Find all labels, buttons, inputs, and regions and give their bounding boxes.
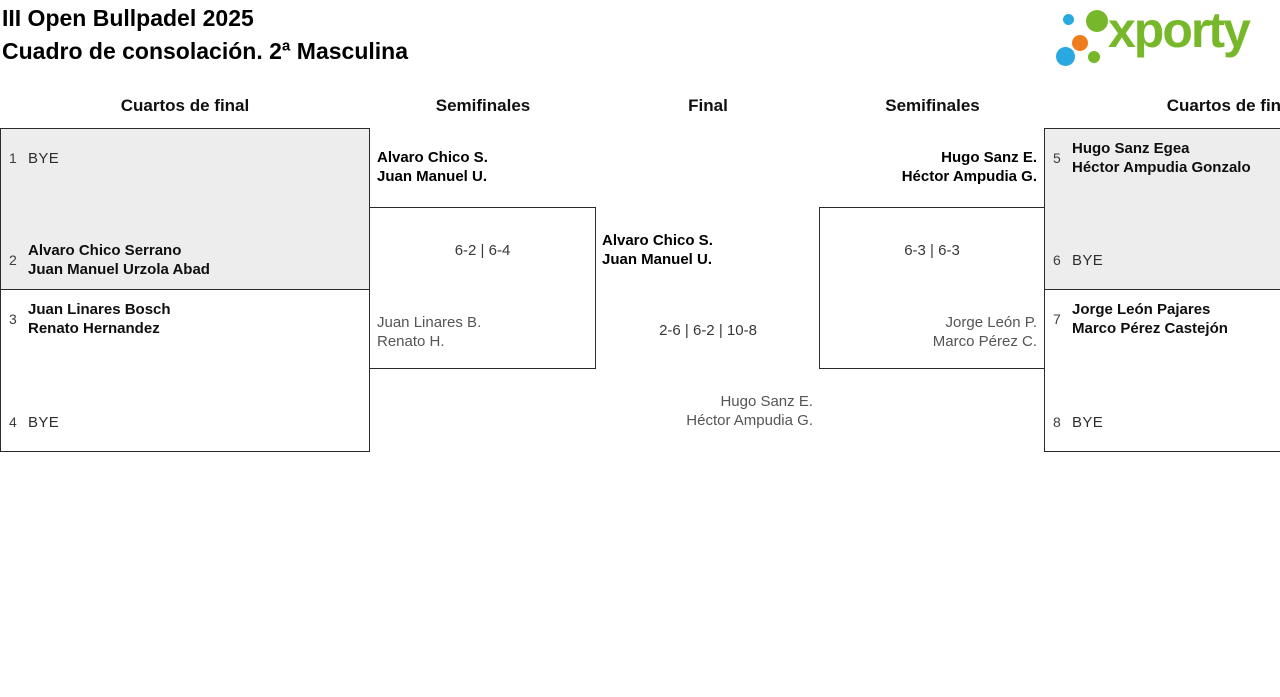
- round-header-final: Final: [688, 96, 728, 115]
- team-line: Marco Pérez C.: [932, 333, 1037, 350]
- sf-right-loser: Jorge León P. Marco Pérez C.: [933, 313, 1037, 351]
- team-line: Juan Manuel U.: [377, 168, 488, 185]
- team-line: Héctor Ampudia G.: [901, 168, 1037, 185]
- team-line: BYE: [28, 149, 60, 167]
- team-name: BYE: [1072, 413, 1103, 432]
- sf-left-winner: Alvaro Chico S. Juan Manuel U.: [377, 148, 488, 186]
- seed-number: 6: [1053, 252, 1061, 268]
- team-line: Renato H.: [377, 333, 445, 350]
- round-header-quarterfinals-left: Cuartos de final: [120, 96, 250, 115]
- team-name: BYE: [28, 149, 59, 168]
- seed-number: 7: [1053, 311, 1061, 327]
- match-slot: 2 Alvaro Chico Serrano Juan Manuel Urzol…: [1, 232, 369, 288]
- final-score: 2-6 | 6-2 | 10-8: [659, 322, 757, 339]
- team-line: BYE: [1072, 251, 1104, 269]
- seed-number: 5: [1053, 150, 1061, 166]
- logo-dot-icon: [1072, 35, 1088, 51]
- sf-right-winner: Hugo Sanz E. Héctor Ampudia G.: [902, 148, 1037, 186]
- match-slot: 4 BYE: [1, 394, 369, 450]
- team-line: BYE: [28, 413, 60, 431]
- sf-left-score: 6-2 | 6-4: [454, 242, 511, 259]
- match-slot: 8 BYE: [1045, 394, 1280, 450]
- team-line: Héctor Ampudia G.: [686, 412, 813, 429]
- seed-number: 1: [9, 150, 17, 166]
- seed-number: 2: [9, 252, 17, 268]
- team-line: Juan Linares Bosch: [28, 301, 171, 318]
- team-line: Juan Manuel U.: [602, 251, 713, 268]
- team-name: BYE: [1072, 251, 1103, 270]
- team-line: Hugo Sanz E.: [720, 393, 813, 410]
- match-box-sf-right: 6-3 | 6-3 Jorge León P. Marco Pérez C.: [819, 207, 1045, 369]
- match-slot: 3 Juan Linares Bosch Renato Hernandez: [1, 291, 369, 347]
- team-line: Alvaro Chico S.: [602, 232, 713, 249]
- team-line: Alvaro Chico S.: [377, 149, 488, 166]
- match-slot: 1 BYE: [1, 130, 369, 186]
- xporty-logo-text: xporty: [1108, 2, 1251, 58]
- final-winner: Alvaro Chico S. Juan Manuel U.: [602, 231, 713, 269]
- final-loser: Hugo Sanz E. Héctor Ampudia G.: [686, 392, 813, 430]
- match-slot: 7 Jorge León Pajares Marco Pérez Castejó…: [1045, 291, 1280, 347]
- seed-number: 8: [1053, 414, 1061, 430]
- logo-dot-icon: [1088, 51, 1100, 63]
- team-name: Alvaro Chico Serrano Juan Manuel Urzola …: [28, 241, 210, 279]
- match-box-qf-right-bottom: 7 Jorge León Pajares Marco Pérez Castejó…: [1044, 289, 1280, 452]
- seed-number: 4: [9, 414, 17, 430]
- team-name: Hugo Sanz Egea Héctor Ampudia Gonzalo: [1072, 139, 1251, 177]
- sf-left-loser: Juan Linares B. Renato H.: [377, 313, 481, 351]
- page-subtitle: Cuadro de consolación. 2ª Masculina: [2, 38, 408, 64]
- match-box-qf-left-top: 1 BYE 2 Alvaro Chico Serrano Juan Manuel…: [0, 128, 370, 290]
- logo-dot-icon: [1056, 47, 1075, 66]
- team-line: Alvaro Chico Serrano: [28, 242, 182, 259]
- team-line: Hugo Sanz Egea: [1072, 140, 1190, 157]
- match-box-qf-right-top: 5 Hugo Sanz Egea Héctor Ampudia Gonzalo …: [1044, 128, 1280, 290]
- round-header-semifinals-right: Semifinales: [885, 96, 980, 115]
- seed-number: 3: [9, 311, 17, 327]
- match-slot: 6 BYE: [1045, 232, 1280, 288]
- match-slot: 5 Hugo Sanz Egea Héctor Ampudia Gonzalo: [1045, 130, 1280, 186]
- team-line: Héctor Ampudia Gonzalo: [1072, 159, 1251, 176]
- team-line: Marco Pérez Castejón: [1072, 320, 1228, 337]
- team-name: BYE: [28, 413, 59, 432]
- logo-dot-icon: [1063, 14, 1074, 25]
- team-line: Jorge León Pajares: [1072, 301, 1211, 318]
- sf-right-score: 6-3 | 6-3: [904, 242, 960, 259]
- xporty-logo[interactable]: xporty: [1048, 2, 1280, 72]
- logo-dot-icon: [1086, 10, 1108, 32]
- team-line: Juan Manuel Urzola Abad: [28, 261, 210, 278]
- round-header-quarterfinals-right: Cuartos de final: [1166, 96, 1280, 115]
- team-name: Jorge León Pajares Marco Pérez Castejón: [1072, 300, 1228, 338]
- team-name: Juan Linares Bosch Renato Hernandez: [28, 300, 171, 338]
- team-line: BYE: [1072, 413, 1104, 431]
- team-line: Hugo Sanz E.: [941, 149, 1037, 166]
- match-box-sf-left: 6-2 | 6-4 Juan Linares B. Renato H.: [369, 207, 596, 369]
- team-line: Renato Hernandez: [28, 320, 160, 337]
- page-header: III Open Bullpadel 2025 Cuadro de consol…: [2, 2, 408, 68]
- match-box-qf-left-bottom: 3 Juan Linares Bosch Renato Hernandez 4 …: [0, 289, 370, 452]
- page-title: III Open Bullpadel 2025: [2, 5, 254, 31]
- round-header-semifinals-left: Semifinales: [435, 96, 531, 115]
- team-line: Jorge León P.: [945, 314, 1037, 331]
- team-line: Juan Linares B.: [377, 314, 482, 331]
